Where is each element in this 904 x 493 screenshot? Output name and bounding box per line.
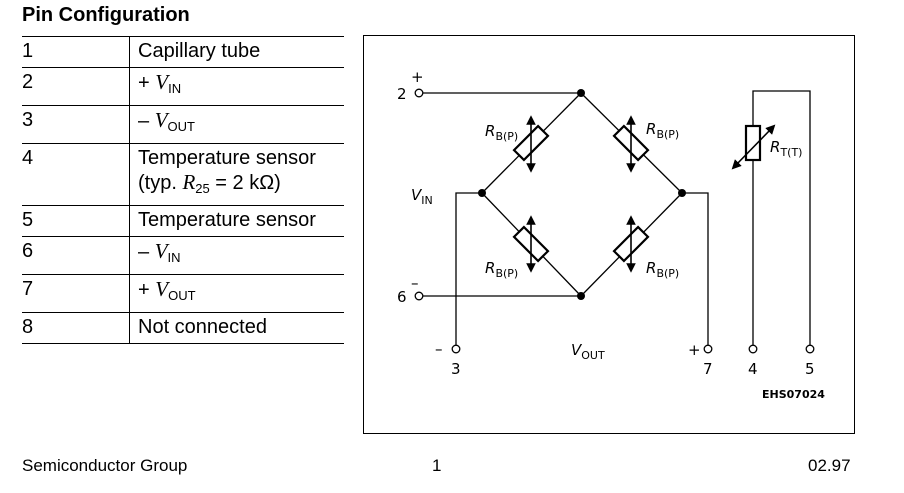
pin-note-open: (typ. [138,172,183,194]
pin-function: Temperature sensor [129,205,344,237]
terminal-4 [748,344,758,354]
pin-number: 3 [22,105,130,144]
junction-dot [678,189,686,197]
label-pin-4: 4 [748,360,758,378]
pin-number: 4 [22,143,130,206]
terminal-6 [414,291,424,301]
label-rbp-bottom-right: RB(P) [646,259,679,280]
pin-row: 5 Temperature sensor [22,205,344,237]
terminal-7 [703,344,713,354]
pin-number: 6 [22,236,130,275]
terminal-5 [805,344,815,354]
pin-note: (typ. R25 = 2 kΩ) [138,170,281,196]
pin-function-text: – [138,110,155,132]
pin-variable-subscript: OUT [168,288,196,303]
pin-number: 5 [22,205,130,237]
pin-number: 1 [22,36,130,68]
sign-plus-2: + [411,68,424,86]
pin-function-text: Capillary tube [138,40,261,62]
pin-row: 6– VIN [22,236,344,275]
pin-variable-subscript: IN [167,250,181,265]
pin-row: 8 Not connected [22,312,344,344]
pin-function: – VIN [129,236,344,275]
pin-note-rest: = 2 kΩ) [209,172,281,194]
wire-pin7 [682,192,709,345]
pin-variable: V [154,108,168,132]
pin-function-text: + [138,279,156,301]
pin-function: – VOUT [129,105,344,144]
section-title: Pin Configuration [22,4,190,26]
pin-function: + VIN [129,67,344,106]
pin-number: 2 [22,67,130,106]
figure-code: EHS07024 [762,388,825,401]
pin-function: Temperature sensor(typ. R25 = 2 kΩ) [129,143,344,206]
pin-function-text: + [138,72,156,94]
sign-minus-6: – [411,274,419,292]
pin-note-var: R [182,170,196,194]
pin-function: Not connected [129,312,344,344]
junction-dot [577,89,585,97]
footer-page-number: 1 [432,456,442,475]
terminal-2 [414,88,424,98]
label-vin: VIN [411,186,433,207]
label-rbp-bottom-left: RB(P) [485,259,518,280]
label-rtt: RT(T) [770,138,802,159]
footer-company: Semiconductor Group [22,456,188,475]
pin-function-text: – [138,241,155,263]
pin-variable: V [155,277,169,301]
junction-dot [478,189,486,197]
pin-number: 8 [22,312,130,344]
pin-function: + VOUT [129,274,344,313]
pin-number: 7 [22,274,130,313]
footer-date: 02.97 [808,456,851,475]
circuit-diagram: 2 + 6 – 3 – 7 + 4 5 RB(P) RB(P) RB(P) RB… [363,35,855,434]
label-vout: VOUT [571,341,605,362]
label-pin-7: 7 [703,360,713,378]
pin-row: 1 Capillary tube [22,36,344,68]
pin-variable-subscript: OUT [167,119,195,134]
pin-variable-subscript: IN [168,81,182,96]
pin-row: 3– VOUT [22,105,344,144]
sign-plus-7: + [688,341,701,359]
label-rbp-top-right: RB(P) [646,120,679,141]
label-pin-3: 3 [451,360,461,378]
sign-minus-3: – [435,340,443,358]
pin-function-text: Temperature sensor [138,147,316,169]
pin-variable: V [155,70,169,94]
pin-variable: V [154,239,168,263]
pin-function-text: Not connected [138,316,267,338]
label-pin-5: 5 [805,360,815,378]
label-pin-2: 2 [397,85,407,103]
label-rbp-top-left: RB(P) [485,122,518,143]
pin-note-sub: 25 [195,181,210,196]
bridge-circuit-svg: 2 + 6 – 3 – 7 + 4 5 RB(P) RB(P) RB(P) RB… [397,68,825,401]
wire-temp-sensor [752,90,811,345]
pin-row: 2+ VIN [22,67,344,106]
pin-function-text: Temperature sensor [138,209,316,231]
wire-pin3 [455,192,482,345]
pin-function: Capillary tube [129,36,344,68]
pin-row: 7+ VOUT [22,274,344,313]
label-pin-6: 6 [397,288,407,306]
junction-dot [577,292,585,300]
variable-arrow-icon [731,124,776,170]
terminal-3 [451,344,461,354]
